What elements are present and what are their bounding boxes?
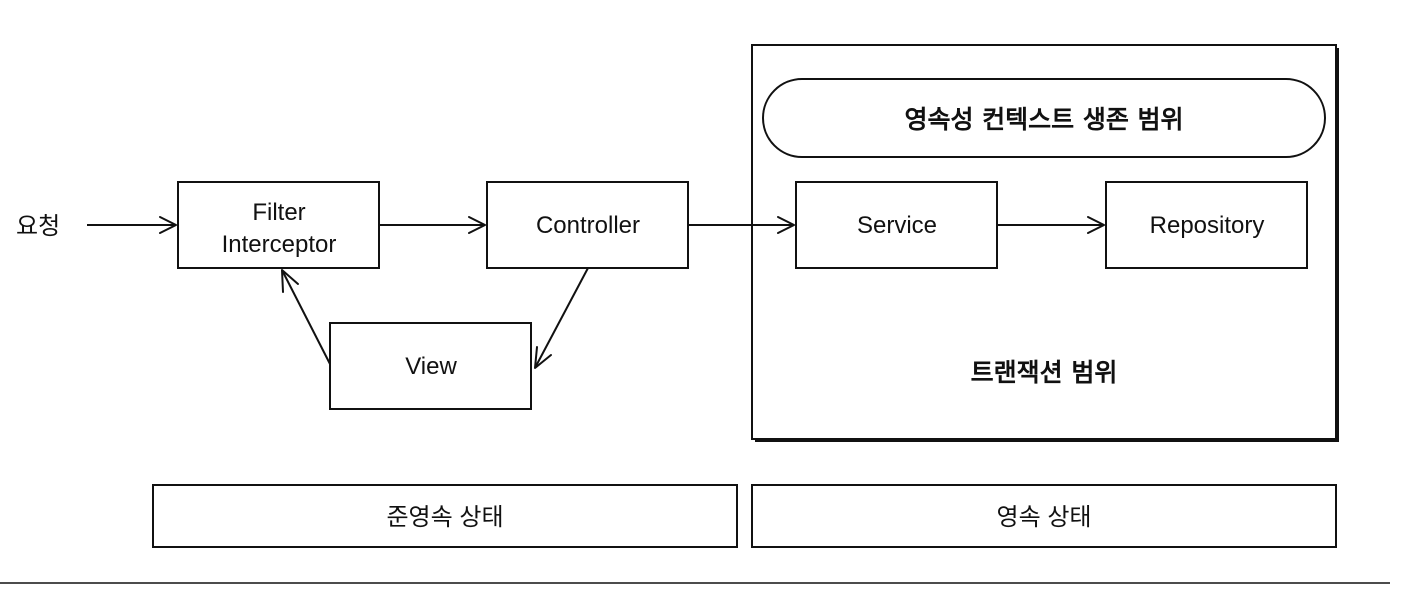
detached-state-label: 준영속 상태 <box>386 504 503 531</box>
filter-to-controller-arrow <box>379 216 486 234</box>
repository-label: Repository <box>1150 212 1265 239</box>
controller-label: Controller <box>536 212 640 239</box>
interceptor-label: Interceptor <box>222 231 337 258</box>
filter-label: Filter <box>252 199 305 226</box>
request-label: 요청 <box>16 213 60 240</box>
persistent-state-label: 영속 상태 <box>997 504 1092 531</box>
detached-state-box <box>152 484 738 548</box>
view-label: View <box>405 353 457 380</box>
transaction-scope-label: 트랜잭션 범위 <box>971 358 1118 387</box>
persistence-context-pill <box>762 78 1326 158</box>
service-box <box>795 181 998 269</box>
controller-to-service-arrow <box>688 216 795 234</box>
request-to-filter-arrow <box>87 216 177 234</box>
view-box <box>329 322 532 410</box>
controller-to-view-arrow <box>534 267 589 369</box>
repository-box <box>1105 181 1308 269</box>
service-to-repository-arrow <box>997 216 1105 234</box>
persistence-context-label: 영속성 컨텍스트 생존 범위 <box>904 105 1183 134</box>
service-label: Service <box>857 212 937 239</box>
view-to-filter-arrow <box>281 269 331 365</box>
persistent-state-box <box>751 484 1337 548</box>
